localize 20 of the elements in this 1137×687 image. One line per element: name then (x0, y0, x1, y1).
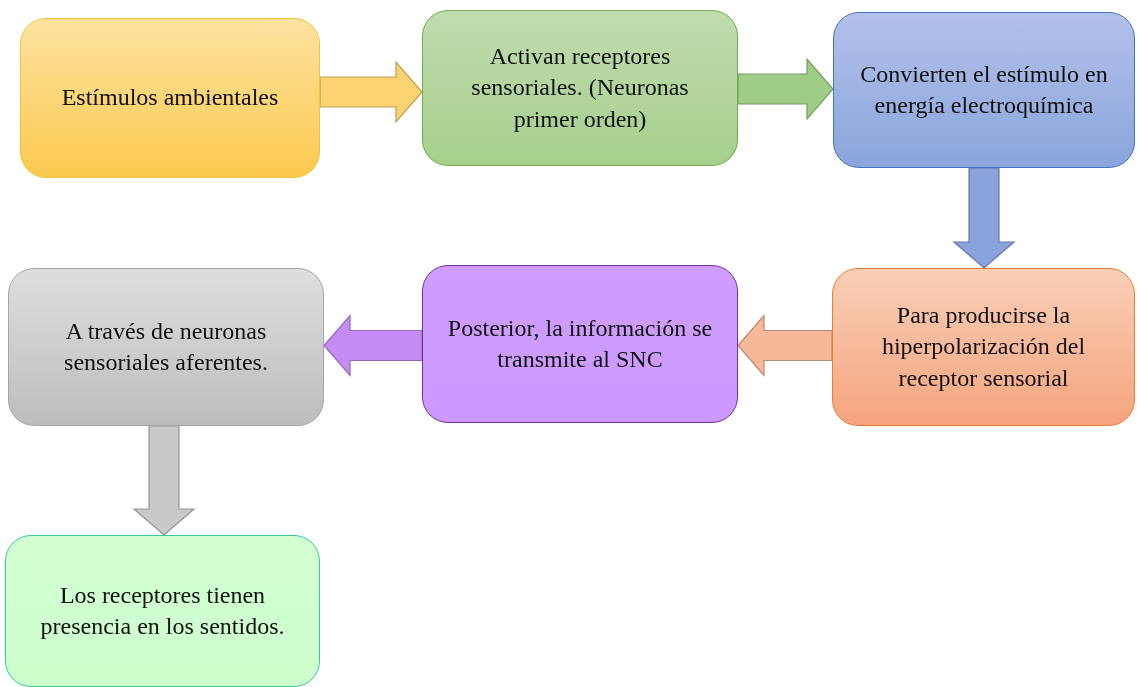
box-text: Activan receptores sensoriales. (Neuronas primer orden) (470, 42, 690, 134)
box-text: Convierten el estímulo en energía electroquímica (859, 59, 1109, 120)
process-box (832, 268, 1135, 426)
process-box (8, 268, 324, 426)
block-arrow (952, 167, 1016, 269)
box-text: Posterior, la información se transmite al SNC (446, 313, 714, 374)
process-box (833, 12, 1135, 168)
block-arrow (132, 425, 196, 536)
block-arrow (319, 60, 423, 124)
process-box (20, 18, 320, 178)
block-arrow (323, 313, 423, 378)
process-box (422, 10, 738, 166)
box-text: A través de neuronas sensoriales aferentes. (63, 316, 269, 377)
box-text: Estímulos ambientales (61, 83, 279, 113)
process-box (5, 535, 320, 687)
block-arrow (737, 313, 833, 378)
block-arrow (737, 57, 834, 121)
box-text: Los receptores tienen presencia en los sentidos. (39, 580, 286, 641)
process-box (422, 265, 738, 423)
box-text: Para producirse la hiperpolarización del receptor sensorial (880, 301, 1087, 393)
